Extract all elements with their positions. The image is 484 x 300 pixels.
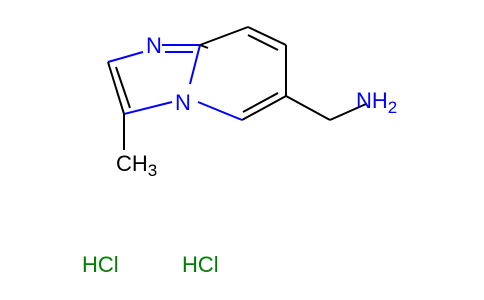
bond-n4-c8a: [189, 44, 201, 85]
bond-c8a-c8-double: [199, 44, 209, 49]
bond-c2-c3: [107, 61, 125, 115]
counterions: HCl HCl: [82, 252, 219, 277]
bond-c8-c7-inner: [247, 34, 279, 51]
amine-label-sub: 2: [388, 98, 397, 117]
atom-labels: N N CH3 NH2: [116, 33, 397, 180]
bond-c3-n4: [123, 101, 173, 115]
bridge-nitrogen-label: N: [175, 90, 191, 115]
methyl-label: CH3: [116, 151, 157, 180]
bond-c6-ch2: [285, 95, 331, 121]
bond-c2-c3-inner: [115, 66, 131, 109]
hcl-label-1: HCl: [82, 252, 119, 277]
methyl-label-sub: 3: [148, 161, 157, 180]
bond-c8-c7: [247, 26, 287, 46]
amine-label: NH2: [356, 88, 397, 117]
bond-c8a-c8: [199, 26, 249, 46]
bond-ch2-n: [329, 103, 367, 121]
bond-n1-c2: [107, 51, 144, 63]
methyl-label-main: CH: [116, 151, 148, 176]
bond-c6-c5-inner: [242, 92, 279, 113]
bond-c5-n4: [197, 101, 243, 121]
imine-nitrogen-label: N: [146, 33, 162, 58]
hcl-label-2: HCl: [182, 252, 219, 277]
bond-c6-c5: [241, 95, 287, 121]
bonds: [107, 26, 367, 150]
amine-label-main: NH: [356, 88, 388, 113]
